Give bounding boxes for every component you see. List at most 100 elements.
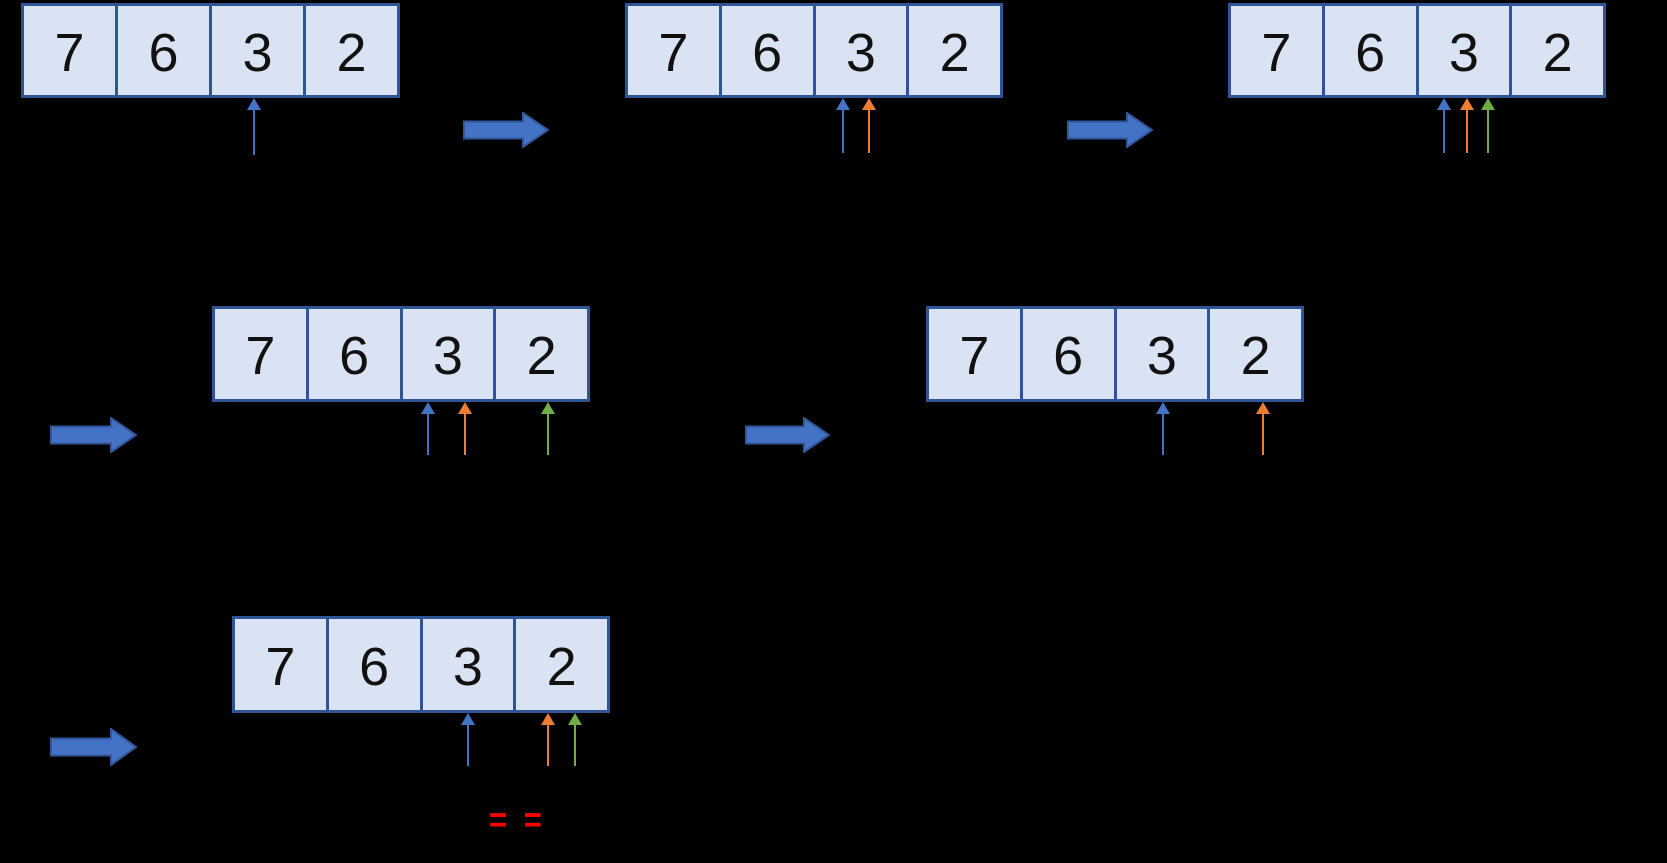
arrowhead-icon <box>1156 402 1170 414</box>
pointer-arrow-orange <box>862 98 876 153</box>
pointer-arrow-orange <box>1256 402 1270 455</box>
cell-value: 7 <box>54 22 85 83</box>
arrow-stem <box>1466 109 1468 153</box>
pointer-arrow-blue <box>461 713 475 766</box>
step-transition-arrow-icon <box>1067 111 1154 149</box>
arrowhead-icon <box>1437 98 1451 110</box>
array-cell: 7 <box>215 309 306 399</box>
arrow-stem <box>253 109 255 155</box>
arrowhead-icon <box>541 713 555 725</box>
array-step-5: 7 6 3 2 <box>926 306 1304 402</box>
pointer-arrow-blue <box>1437 98 1451 153</box>
cell-value: 3 <box>1146 326 1177 386</box>
cell-value: 2 <box>1542 22 1573 83</box>
cell-value: 3 <box>452 636 483 697</box>
arrow-stem <box>574 724 576 766</box>
array-cell: 7 <box>235 619 326 710</box>
array-cell: 3 <box>419 619 514 710</box>
cell-value: 7 <box>658 22 689 83</box>
arrow-stem <box>868 109 870 153</box>
arrow-stem <box>842 109 844 153</box>
arrowhead-icon <box>1256 402 1270 414</box>
arrowhead-icon <box>568 713 582 725</box>
step-transition-arrow-icon <box>745 416 831 454</box>
cell-value: 2 <box>526 326 557 386</box>
arrow-stem <box>1162 413 1164 455</box>
array-step-4: 7 6 3 2 <box>212 306 590 402</box>
pointer-arrow-blue <box>836 98 850 153</box>
cell-value: 2 <box>336 22 367 83</box>
array-step-3: 7 6 3 2 <box>1228 3 1606 98</box>
array-cell: 2 <box>513 619 607 710</box>
array-cell: 2 <box>906 6 1000 95</box>
cell-value: 3 <box>242 22 273 83</box>
cell-value: 7 <box>265 636 296 697</box>
array-cell: 6 <box>305 309 400 399</box>
cell-value: 2 <box>546 636 577 697</box>
cell-value: 7 <box>959 326 990 386</box>
array-cell: 2 <box>1207 309 1301 399</box>
arrowhead-icon <box>458 402 472 414</box>
arrowhead-icon <box>421 402 435 414</box>
step-transition-arrow-icon <box>50 727 138 767</box>
cell-value: 7 <box>1261 22 1292 83</box>
pointer-arrow-orange <box>541 713 555 766</box>
cell-value: 3 <box>432 326 463 386</box>
arrowhead-icon <box>541 402 555 414</box>
pointer-arrow-blue <box>421 402 435 455</box>
array-cell: 7 <box>929 309 1020 399</box>
cell-value: 6 <box>339 326 370 386</box>
arrowhead-icon <box>1481 98 1495 110</box>
cell-value: 6 <box>752 22 783 83</box>
array-cell: 3 <box>1113 309 1208 399</box>
array-cell: 3 <box>812 6 907 95</box>
cell-value: 3 <box>1448 22 1479 83</box>
cell-value: 2 <box>939 22 970 83</box>
arrow-stem <box>1443 109 1445 153</box>
cell-value: 7 <box>245 326 276 386</box>
cell-value: 6 <box>1355 22 1386 83</box>
arrowhead-icon <box>247 98 261 110</box>
step-transition-arrow-icon <box>50 416 138 454</box>
arrow-stem <box>1262 413 1264 455</box>
step-transition-arrow-icon <box>463 111 550 149</box>
cell-value: 6 <box>359 636 390 697</box>
array-cell: 6 <box>115 6 209 95</box>
arrow-stem <box>467 724 469 766</box>
array-cell: 6 <box>1019 309 1114 399</box>
array-cell: 3 <box>209 6 303 95</box>
array-cell: 2 <box>1509 6 1603 95</box>
equality-annotation: = = <box>489 799 546 840</box>
pointer-arrow-orange <box>458 402 472 455</box>
array-cell: 2 <box>303 6 397 95</box>
arrow-stem <box>547 413 549 455</box>
cell-value: 2 <box>1240 326 1271 386</box>
array-step-1: 7 6 3 2 <box>21 3 400 98</box>
array-step-2: 7 6 3 2 <box>625 3 1003 98</box>
pointer-arrow-blue <box>1156 402 1170 455</box>
cell-value: 6 <box>148 22 179 83</box>
pointer-arrow-green <box>1481 98 1495 153</box>
arrow-stem <box>464 413 466 455</box>
array-cell: 6 <box>325 619 420 710</box>
pointer-arrow-orange <box>1460 98 1474 153</box>
array-cell: 6 <box>718 6 813 95</box>
array-cell: 2 <box>493 309 587 399</box>
arrow-stem <box>547 724 549 766</box>
array-cell: 7 <box>24 6 115 95</box>
array-cell: 6 <box>1321 6 1416 95</box>
pointer-arrow-green <box>568 713 582 766</box>
arrow-stem <box>1487 109 1489 153</box>
pointer-arrow-green <box>541 402 555 455</box>
arrowhead-icon <box>461 713 475 725</box>
arrowhead-icon <box>1460 98 1474 110</box>
cell-value: 3 <box>845 22 876 83</box>
cell-value: 6 <box>1053 326 1084 386</box>
array-cell: 7 <box>628 6 719 95</box>
arrow-stem <box>427 413 429 455</box>
array-cell: 7 <box>1231 6 1322 95</box>
arrowhead-icon <box>836 98 850 110</box>
array-step-6: 7 6 3 2 <box>232 616 610 713</box>
array-cell: 3 <box>1415 6 1510 95</box>
array-cell: 3 <box>399 309 494 399</box>
